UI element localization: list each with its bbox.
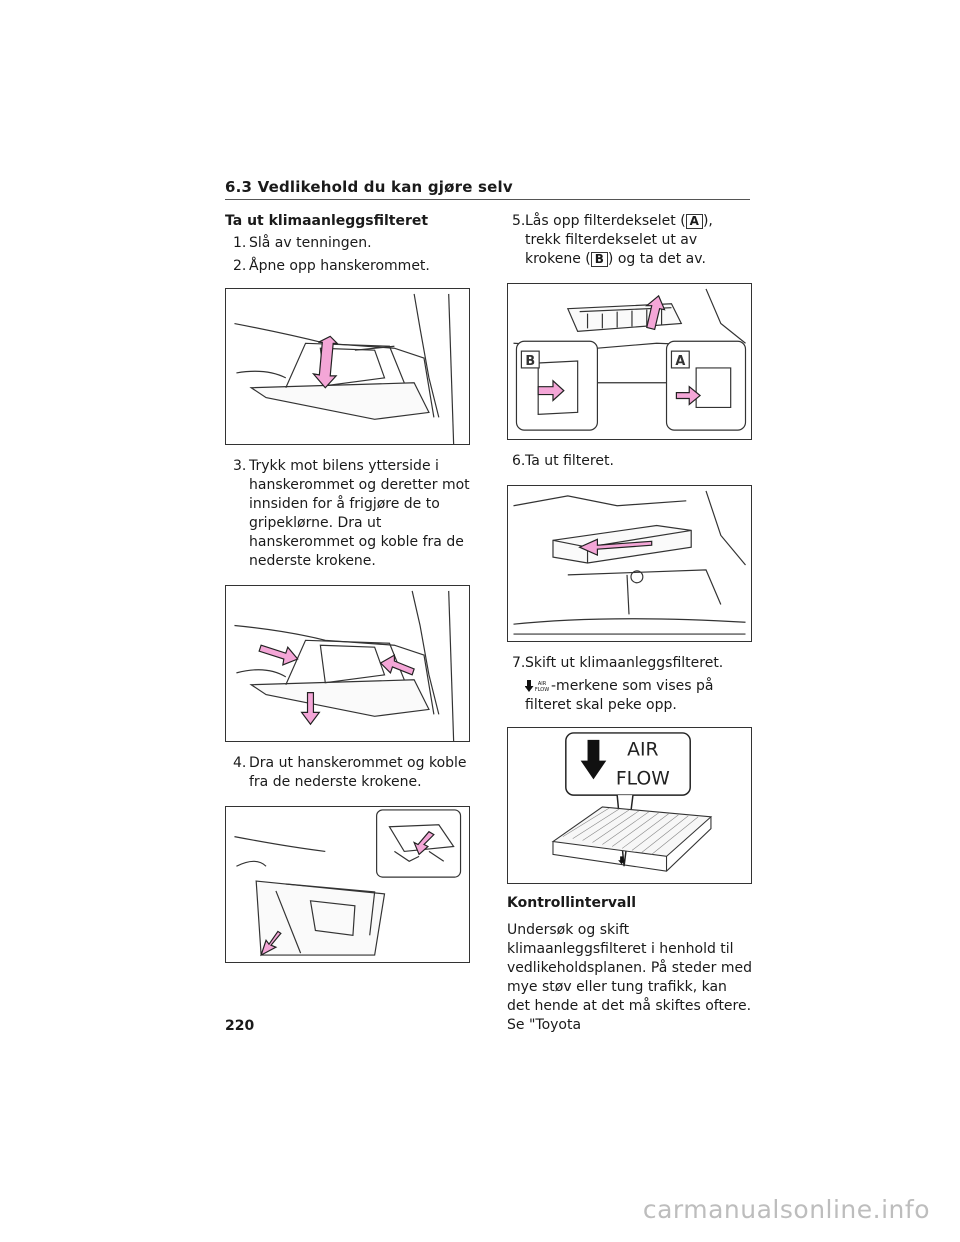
figure-glovebox-hooks: [225, 806, 470, 963]
figure-airflow-filter: AIR FLOW: [507, 727, 752, 884]
figure-glovebox-open: [225, 288, 470, 445]
step-number: 1.: [233, 235, 247, 251]
arrow-hook: [412, 830, 435, 856]
step-3: 3. Trykk mot bilens ytterside i hanskero…: [225, 457, 470, 571]
right-column: 5. Lås opp filterdekselet (A), trekk fil…: [507, 212, 752, 1035]
glovebox-open-illustration: [234, 293, 455, 444]
figure-label-b: B: [525, 354, 535, 369]
label-b-box: B: [590, 252, 608, 267]
step-number: 5.: [512, 213, 526, 229]
left-column: Ta ut klimaanleggsfilteret 1. Slå av ten…: [225, 212, 470, 963]
step-text: Trykk mot bilens ytterside i hanskeromme…: [249, 458, 470, 569]
airflow-big-arrow: [580, 739, 607, 780]
step-text: ) og ta det av.: [607, 251, 706, 267]
airflow-arrow-icon: AIR FLOW: [525, 679, 551, 693]
figure-filter-remove: [507, 485, 752, 642]
arrow-hook-b: [537, 379, 565, 402]
airflow-note-text: -merkene som vises på filteret skal peke…: [525, 678, 714, 713]
arrow-left: [578, 538, 653, 557]
figure-filter-cover: B A: [507, 283, 752, 440]
arrow-left: [379, 654, 415, 676]
step-5: 5. Lås opp filterdekselet (A), trekk fil…: [507, 212, 752, 269]
step-number: 4.: [233, 755, 247, 771]
step-number: 6.: [512, 453, 526, 469]
page-number: 220: [225, 1018, 255, 1034]
step-1: 1. Slå av tenningen.: [225, 234, 470, 253]
step-6: 6. Ta ut filteret.: [507, 452, 752, 471]
step-text: Dra ut hanskerommet og koble fra de nede…: [249, 755, 467, 790]
step-text: Ta ut filteret.: [525, 453, 614, 469]
watermark: carmanualsonline.info: [642, 1195, 930, 1224]
step-text: Lås opp filterdekselet (: [525, 213, 686, 229]
step-text: ), trekk filterdekselet ut av krokene (: [525, 213, 713, 267]
step-text: Skift ut klimaanleggsfilteret.: [525, 655, 724, 671]
step-number: 7.: [512, 655, 526, 671]
arrow-up: [645, 294, 666, 331]
step-number: 3.: [233, 458, 247, 474]
filter-cover-illustration: B A: [513, 288, 747, 431]
step-2: 2. Åpne opp hanskerommet.: [225, 257, 470, 276]
filter-remove-illustration: [513, 490, 746, 635]
step-7: 7. Skift ut klimaanleggsfilteret.: [507, 654, 752, 673]
step-text: Slå av tenningen.: [249, 235, 372, 251]
step-text: Åpne opp hanskerommet.: [249, 258, 430, 274]
figure-glovebox-release: [225, 585, 470, 742]
arrow-out: [260, 930, 282, 957]
section-header: 6.3 Vedlikehold du kan gjøre selv: [225, 178, 513, 196]
label-a-box: A: [685, 214, 703, 229]
airflow-filter-illustration: AIR FLOW: [551, 732, 713, 872]
arrow-hook-a: [675, 385, 702, 406]
figure-air-text: AIR: [627, 740, 658, 761]
arrow-down: [311, 335, 339, 389]
arrow-down: [300, 692, 321, 726]
airicon-air: AIR: [538, 681, 547, 687]
figure-label-a: A: [675, 354, 685, 369]
control-interval-text: Undersøk og skift klimaanleggsfilteret i…: [507, 922, 752, 1033]
step-4: 4. Dra ut hanskerommet og koble fra de n…: [225, 754, 470, 792]
airicon-flow: FLOW: [535, 687, 549, 693]
control-interval-heading: Kontrollintervall: [507, 895, 637, 911]
header-rule: [225, 199, 750, 200]
glovebox-hooks-illustration: [234, 809, 462, 957]
airflow-note: AIR FLOW -merkene som vises på filteret …: [507, 677, 752, 715]
left-heading: Ta ut klimaanleggsfilteret: [225, 213, 429, 229]
arrow-right: [258, 644, 299, 666]
step-number: 2.: [233, 258, 247, 274]
figure-flow-text: FLOW: [616, 768, 670, 789]
glovebox-release-illustration: [234, 590, 455, 741]
